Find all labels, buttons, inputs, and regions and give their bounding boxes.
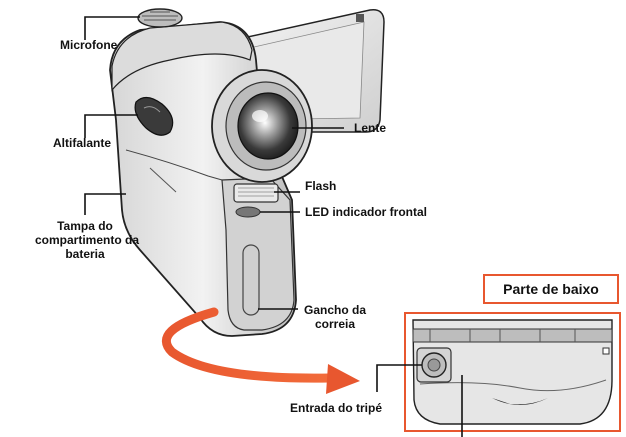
label-battery-cover-line2: compartimento da (35, 233, 140, 247)
bottom-view-title: Parte de baixo (503, 281, 599, 297)
bottom-view-title-box: Parte de baixo (483, 274, 619, 304)
leader-tripe (376, 364, 422, 392)
rotation-arrow-head (326, 364, 360, 394)
label-microphone: Microfone (60, 38, 118, 52)
label-battery-cover-line3: bateria (65, 247, 105, 261)
label-flash: Flash (305, 179, 337, 193)
lens-assembly (211, 69, 313, 183)
flash-unit (233, 183, 279, 203)
leader-altifalante (84, 114, 138, 138)
leader-microfone (84, 16, 140, 40)
bottom-view-illustration (412, 319, 613, 425)
speaker-grille (134, 96, 174, 136)
label-speaker: Altifalante (53, 136, 112, 150)
led-indicator (235, 206, 261, 218)
label-battery-cover-line1: Tampa do (57, 219, 113, 233)
label-strap-hook-line2: correia (314, 317, 356, 331)
bottom-view-frame (404, 312, 621, 432)
label-tripod: Entrada do tripé (290, 401, 383, 415)
leader-tampa (84, 193, 126, 215)
label-strap-hook: Gancho da correia (300, 303, 370, 331)
rotation-arrow (162, 307, 335, 383)
label-lens: Lente (354, 121, 387, 135)
label-strap-hook-line1: Gancho da (303, 303, 366, 317)
microphone-grille (137, 8, 183, 28)
label-battery-cover: Tampa do compartimento da bateria (35, 219, 140, 261)
label-led: LED indicador frontal (305, 205, 428, 219)
leader-lines (84, 16, 463, 437)
